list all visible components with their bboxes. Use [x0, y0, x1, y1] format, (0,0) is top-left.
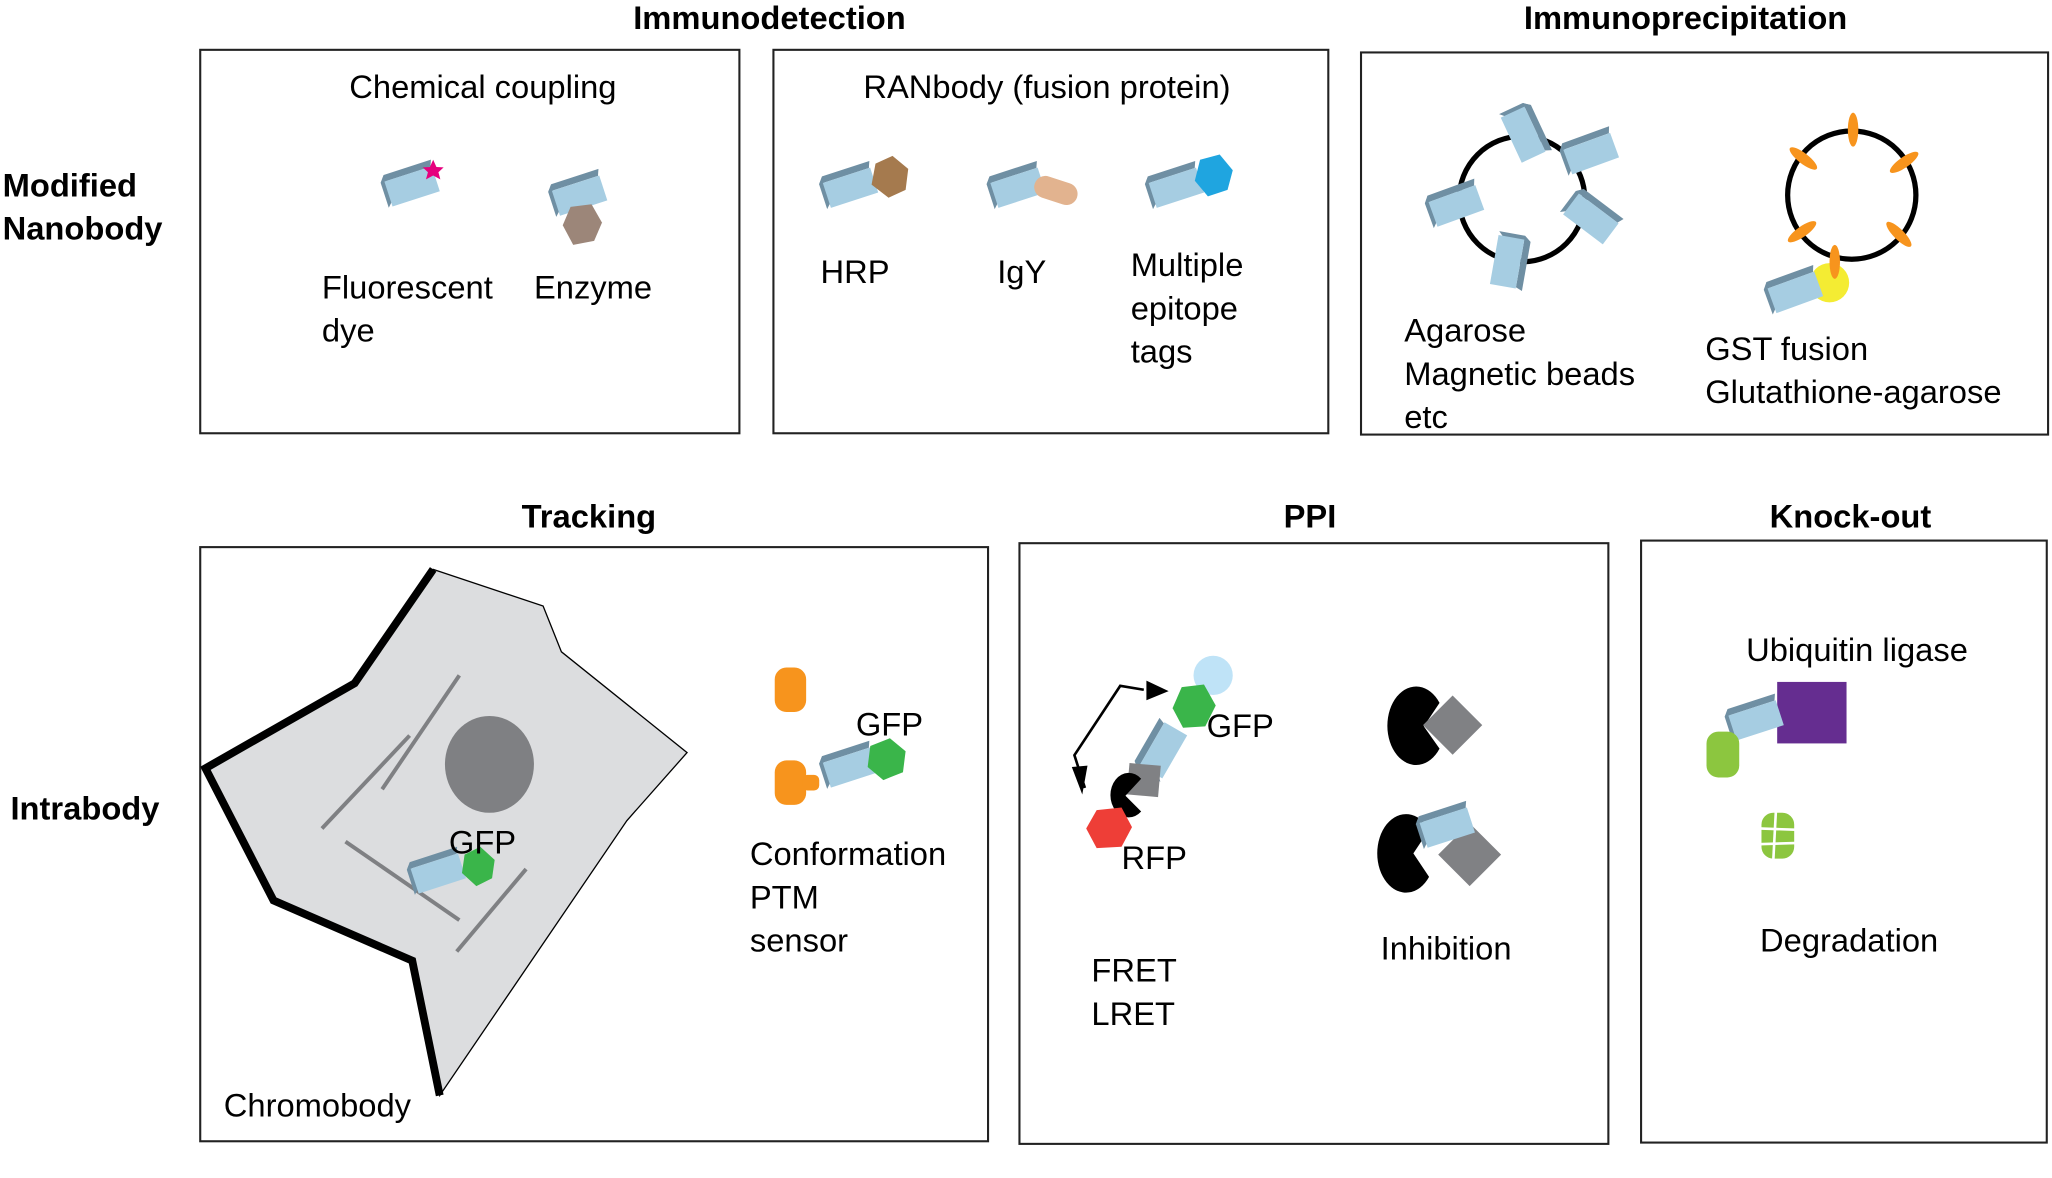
panel-title-chemical-coupling: Chemical coupling [349, 68, 616, 105]
item-label-magnetic-beads: Magnetic beads [1404, 355, 1635, 392]
sensor-gfp-label: GFP [856, 706, 923, 743]
glutathione-bead-icon [1761, 112, 1919, 315]
cell-gfp-label: GFP [449, 823, 516, 860]
star-dye-icon [422, 159, 444, 180]
lret-label: LRET [1091, 995, 1175, 1032]
section-title-ppi: PPI [1284, 497, 1337, 534]
item-label-igy: IgY [997, 253, 1046, 290]
ppi-rfp-label: RFP [1122, 839, 1187, 876]
item-label-agarose: Agarose [1404, 312, 1526, 349]
panel-ranbody: RANbody (fusion protein) HRP IgY Multipl… [772, 48, 1330, 435]
panel-frame [772, 48, 1330, 435]
item-label-gst-fusion: GST fusion [1705, 330, 1868, 367]
panel-frame [199, 48, 741, 435]
panel-frame [1359, 51, 2050, 436]
nucleus-icon [444, 715, 534, 813]
bead-with-nanobodies-icon [1422, 100, 1624, 291]
row-label-intrabody: Intrabody [10, 789, 160, 826]
sensor-label-sensor: sensor [750, 922, 848, 959]
panel-frame [1018, 542, 1610, 1145]
panel-ppi: GFP RFP FRET LRET Inhibition [1018, 542, 1610, 1145]
section-title-knockout: Knock-out [1770, 497, 1932, 534]
panel-immunoprecipitation: Agarose Magnetic beads etc GST fusion Gl… [1359, 51, 2050, 436]
gfp-hexagon-icon [461, 846, 495, 887]
item-label-dye: dye [322, 312, 375, 349]
section-title-immunoprecipitation: Immunoprecipitation [1524, 0, 1847, 36]
nanobody-icon [817, 160, 880, 210]
panel-frame [1640, 539, 2048, 1144]
panel-title-ranbody: RANbody (fusion protein) [863, 68, 1230, 105]
inhibition-icon [1377, 686, 1502, 893]
panel-knockout: Ubiquitin ligase Degradation [1640, 539, 2048, 1144]
item-label-tags: tags [1131, 333, 1193, 370]
row-label-modified: Modified [3, 166, 137, 203]
target-protein-icon [1706, 731, 1740, 778]
item-label-epitope: epitope [1131, 289, 1238, 326]
panel-chemical-coupling: Chemical coupling Fluorescent dye Enzyme [199, 48, 741, 435]
item-label-enzyme: Enzyme [534, 268, 652, 305]
igy-capsule-icon [1034, 175, 1078, 206]
ppi-gfp-label: GFP [1207, 707, 1274, 744]
fret-pair-icon [1071, 655, 1233, 849]
row-label-nanobody: Nanobody [3, 210, 164, 247]
ligase-label: Ubiquitin ligase [1746, 631, 1968, 668]
ubiquitin-ligase-icon [1777, 681, 1847, 744]
item-label-etc: etc [1404, 398, 1448, 435]
degradation-label: Degradation [1760, 922, 1938, 959]
item-label-hrp: HRP [821, 253, 890, 290]
ptm-sensor-icon [774, 667, 906, 805]
sensor-label-conformation: Conformation [750, 835, 946, 872]
inhibition-label: Inhibition [1381, 929, 1512, 966]
hrp-hexagon-icon [871, 155, 909, 198]
cell-icon [200, 567, 688, 1098]
panel-frame [199, 546, 990, 1143]
item-label-multiple: Multiple [1131, 246, 1244, 283]
epitope-hexagon-icon [1194, 154, 1233, 197]
section-title-tracking: Tracking [522, 497, 657, 534]
item-label-fluorescent: Fluorescent [322, 268, 493, 305]
chromobody-label: Chromobody [224, 1086, 412, 1123]
item-label-glutathione-agarose: Glutathione-agarose [1705, 373, 2001, 410]
sensor-label-ptm: PTM [750, 878, 819, 915]
nanobody-icon [1142, 160, 1206, 210]
enzyme-hexagon-icon [562, 204, 602, 245]
degraded-protein-icon [1758, 811, 1799, 862]
panel-tracking: GFP Chromobody GFP Conformation PTM sens… [199, 546, 990, 1143]
fret-label: FRET [1091, 952, 1176, 989]
section-title-immunodetection: Immunodetection [633, 0, 906, 36]
